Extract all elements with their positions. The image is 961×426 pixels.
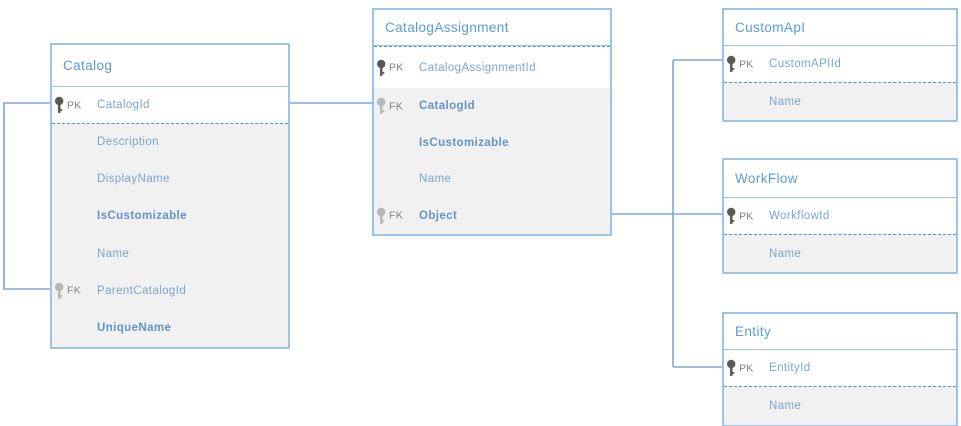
table-row-name: Name — [724, 234, 956, 272]
table-row-name: Name — [374, 161, 610, 197]
key-type-label: PK — [67, 99, 82, 111]
key-type-label: FK — [389, 209, 404, 222]
foreign-key-icon — [377, 97, 386, 114]
table-title: CustomApI — [724, 10, 956, 46]
foreign-key-icon — [377, 207, 386, 224]
table-row-iscustomizable: IsCustomizable — [374, 124, 610, 161]
column-name: Name — [769, 95, 802, 108]
primary-key-icon — [727, 55, 736, 72]
table-title: WorkFlow — [724, 160, 956, 198]
key-type-label: FK — [389, 100, 404, 112]
column-name: CustomAPIId — [769, 58, 842, 70]
table-row-object: FK Object — [374, 197, 610, 234]
primary-key-icon — [377, 59, 386, 76]
primary-key-icon — [727, 359, 736, 376]
key-type-label: PK — [389, 61, 404, 74]
table-row-catalogid: PK CatalogId — [52, 87, 288, 123]
table-title: CatalogAssignment — [374, 10, 610, 46]
table-row-workflowid: PK WorkflowId — [724, 198, 956, 234]
table-row-name: Name — [724, 386, 956, 425]
key-type-label: FK — [67, 284, 82, 297]
column-name: Name — [419, 173, 452, 185]
column-name: DisplayName — [97, 172, 170, 185]
key-type-label: PK — [739, 58, 754, 70]
primary-key-cell: PK — [376, 59, 404, 76]
primary-key-cell: PK — [726, 207, 754, 225]
table-row-parentcatalogid: FK ParentCatalogId — [52, 272, 288, 309]
column-name: WorkflowId — [769, 210, 830, 222]
connector-catalog-self-reference — [3, 102, 50, 290]
table-row-description: Description — [52, 123, 288, 160]
column-name: Name — [769, 400, 802, 412]
column-name: Object — [419, 209, 458, 222]
column-name: ParentCatalogId — [97, 284, 187, 297]
foreign-key-icon — [55, 282, 64, 299]
table-row-name: Name — [724, 82, 956, 120]
column-name: IsCustomizable — [97, 210, 187, 222]
table-row-uniquename: UniqueName — [52, 309, 288, 347]
key-type-label: PK — [739, 362, 754, 374]
column-name: Name — [769, 247, 802, 260]
column-name: UniqueName — [97, 322, 172, 334]
column-name: CatalogId — [97, 99, 150, 111]
column-name: CatalogId — [419, 100, 475, 112]
table-row-displayname: DisplayName — [52, 160, 288, 197]
table-row-customapiid: PK CustomAPIId — [724, 46, 956, 82]
column-name: IsCustomizable — [419, 136, 509, 149]
table-row-entityid: PK EntityId — [724, 350, 956, 386]
table-title: Entity — [724, 314, 956, 350]
primary-key-icon — [727, 207, 736, 224]
key-type-label: PK — [739, 210, 754, 222]
column-name: EntityId — [769, 362, 811, 374]
column-name: Description — [97, 136, 159, 148]
table-row-catalogassignmentid: PK CatalogAssignmentId — [374, 46, 610, 88]
column-name: CatalogAssignmentId — [419, 61, 536, 74]
foreign-key-cell: FK — [54, 282, 81, 299]
table-row-iscustomizable: IsCustomizable — [52, 197, 288, 235]
table-row-catalogid: FK CatalogId — [374, 88, 610, 124]
foreign-key-cell: FK — [376, 97, 404, 115]
primary-key-cell: PK — [54, 96, 82, 114]
primary-key-cell: PK — [726, 359, 754, 377]
foreign-key-cell: FK — [376, 207, 403, 224]
primary-key-icon — [55, 96, 64, 113]
table-title: Catalog — [52, 45, 288, 87]
primary-key-cell: PK — [726, 55, 754, 73]
column-name: Name — [97, 247, 130, 260]
table-row-name: Name — [52, 235, 288, 272]
